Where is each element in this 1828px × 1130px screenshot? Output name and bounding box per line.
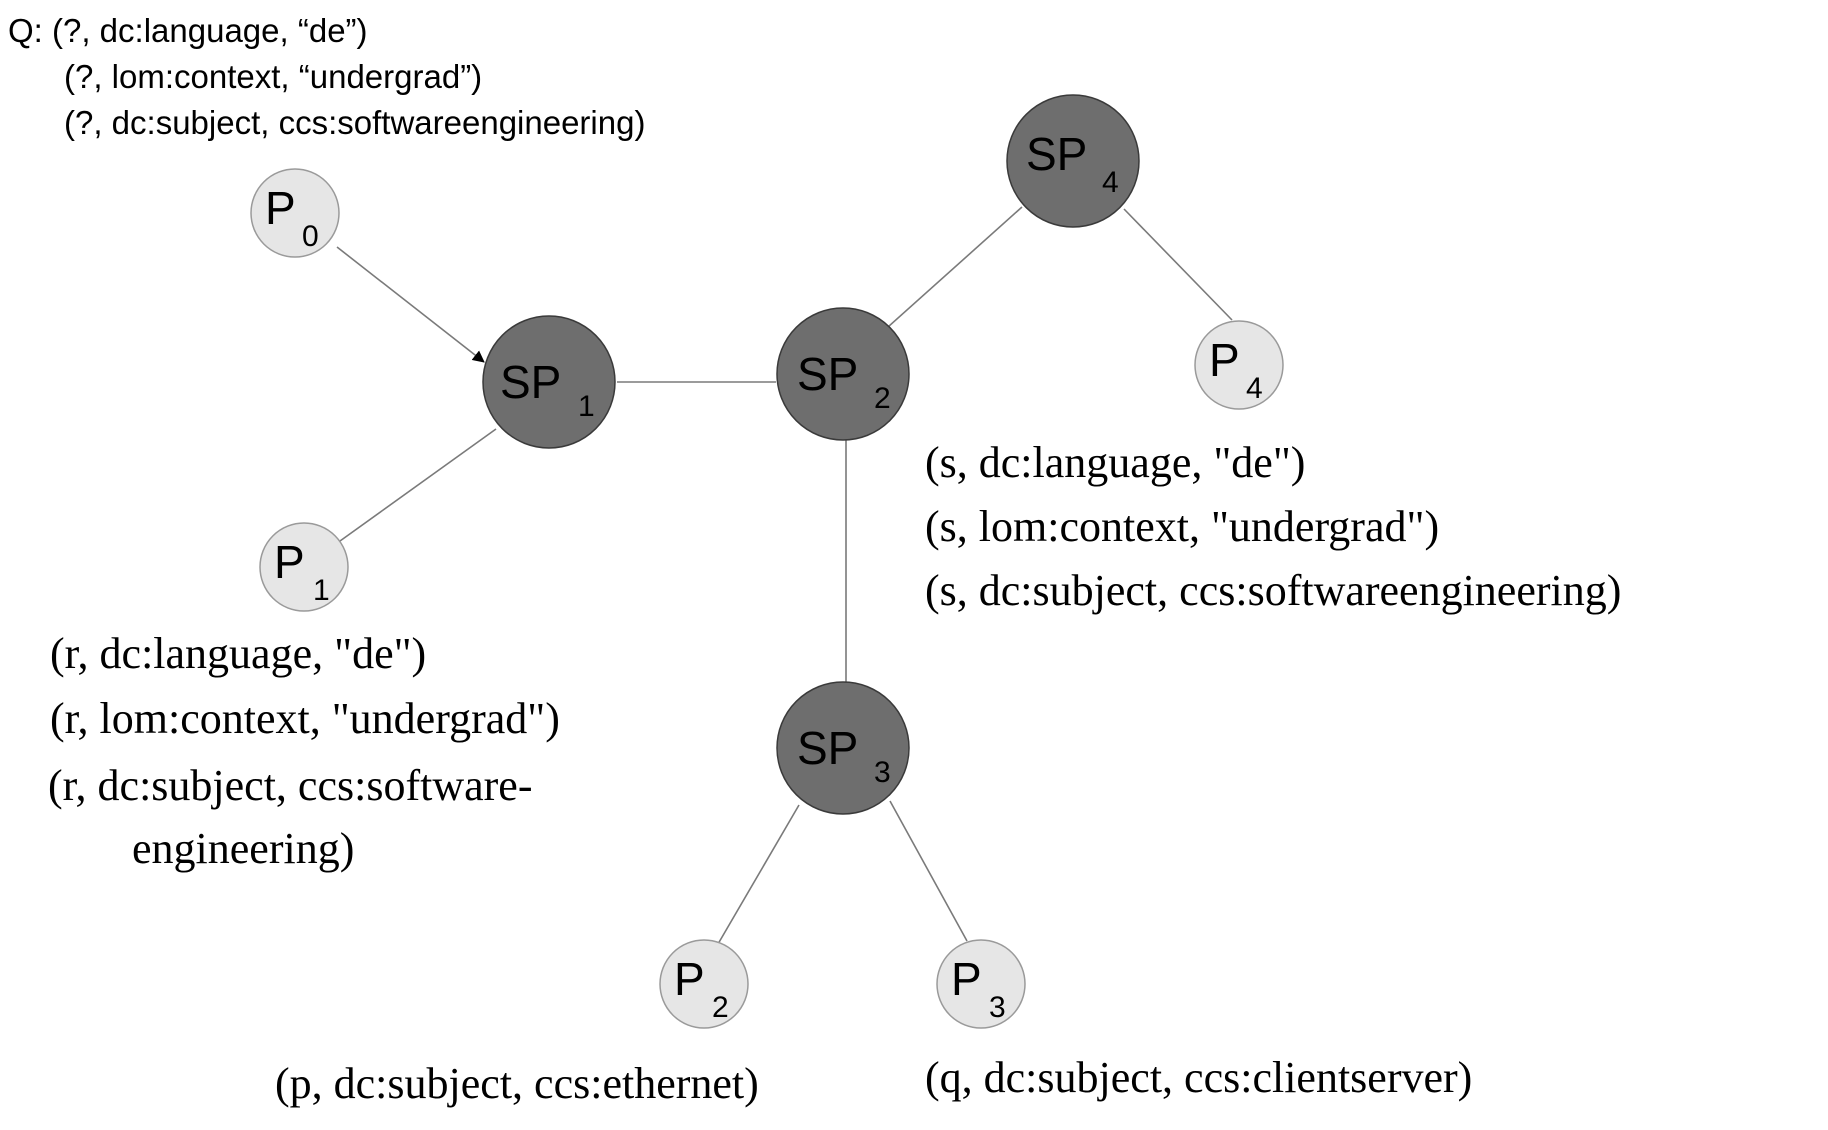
node-sp2-sub: 2 bbox=[874, 382, 891, 415]
node-p2-label: P bbox=[674, 953, 705, 1005]
annotation-sp2-line-1: (s, dc:language, "de") bbox=[925, 438, 1305, 487]
annotation-sp2: (s, dc:language, "de") (s, lom:context, … bbox=[925, 438, 1621, 615]
node-p1-sub: 1 bbox=[313, 574, 330, 607]
annotation-p1-line-1: (r, dc:language, "de") bbox=[50, 629, 426, 678]
node-p0[interactable]: P 0 bbox=[250, 168, 340, 258]
annotation-p1-line-2: (r, lom:context, "undergrad") bbox=[50, 694, 560, 743]
annotation-p2-line-1: (p, dc:subject, ccs:ethernet) bbox=[275, 1059, 759, 1108]
node-p4-sub: 4 bbox=[1246, 372, 1263, 405]
node-sp1-label: SP bbox=[500, 356, 561, 408]
query-line-2: (?, lom:context, “undergrad”) bbox=[64, 58, 482, 95]
node-p3-sub: 3 bbox=[989, 991, 1006, 1024]
annotation-p1-line-3: (r, dc:subject, ccs:software- bbox=[48, 761, 532, 810]
node-p4[interactable]: P 4 bbox=[1194, 320, 1284, 410]
edge-sp3-p3 bbox=[889, 800, 968, 942]
annotation-p1: (r, dc:language, "de") (r, lom:context, … bbox=[48, 629, 560, 873]
edges bbox=[336, 206, 1233, 945]
node-p2[interactable]: P 2 bbox=[659, 939, 749, 1029]
node-sp3-label: SP bbox=[797, 722, 858, 774]
node-sp4-label: SP bbox=[1026, 128, 1087, 180]
edge-sp4-p4 bbox=[1123, 208, 1233, 321]
node-p4-label: P bbox=[1209, 334, 1240, 386]
node-sp2[interactable]: SP 2 bbox=[776, 307, 910, 441]
edge-sp2-sp4 bbox=[887, 206, 1023, 328]
annotation-p2: (p, dc:subject, ccs:ethernet) bbox=[275, 1059, 759, 1108]
node-p2-sub: 2 bbox=[712, 991, 729, 1024]
annotation-sp2-line-3: (s, dc:subject, ccs:softwareengineering) bbox=[925, 566, 1621, 615]
annotation-sp2-line-2: (s, lom:context, "undergrad") bbox=[925, 502, 1439, 551]
node-sp4[interactable]: SP 4 bbox=[1006, 94, 1140, 228]
node-sp3-sub: 3 bbox=[874, 756, 891, 789]
node-sp1[interactable]: SP 1 bbox=[482, 315, 616, 449]
query-line-3: (?, dc:subject, ccs:softwareengineering) bbox=[64, 104, 645, 141]
node-p3-label: P bbox=[951, 953, 982, 1005]
query-block: Q: (?, dc:language, “de”) (?, lom:contex… bbox=[8, 12, 645, 141]
query-line-1: Q: (?, dc:language, “de”) bbox=[8, 12, 368, 49]
edge-sp1-p1 bbox=[339, 428, 497, 542]
node-p1[interactable]: P 1 bbox=[259, 522, 349, 612]
node-p0-sub: 0 bbox=[302, 220, 319, 253]
node-sp4-sub: 4 bbox=[1102, 166, 1119, 199]
node-sp1-sub: 1 bbox=[578, 390, 595, 423]
annotation-p3: (q, dc:subject, ccs:clientserver) bbox=[925, 1053, 1472, 1102]
node-sp3[interactable]: SP 3 bbox=[776, 681, 910, 815]
annotation-p3-line-1: (q, dc:subject, ccs:clientserver) bbox=[925, 1053, 1472, 1102]
node-p1-label: P bbox=[274, 536, 305, 588]
node-p3[interactable]: P 3 bbox=[936, 939, 1026, 1029]
node-sp2-label: SP bbox=[797, 348, 858, 400]
edge-p0-sp1 bbox=[336, 246, 485, 363]
node-p0-label: P bbox=[265, 182, 296, 234]
edge-sp3-p2 bbox=[717, 804, 800, 945]
annotation-p1-line-4: engineering) bbox=[132, 824, 354, 873]
